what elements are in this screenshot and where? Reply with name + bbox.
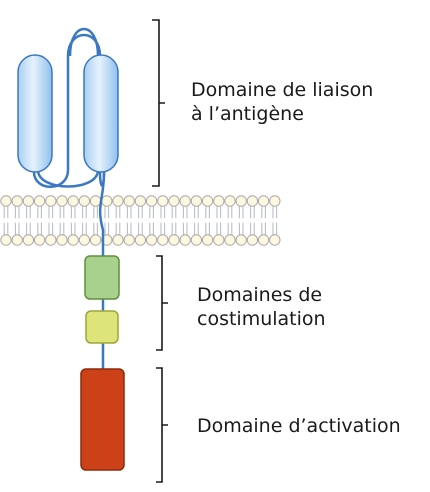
lipid-head [11, 195, 23, 207]
costim-domain-2 [85, 310, 119, 344]
lipid-tails [250, 206, 255, 235]
lipid-head [89, 195, 102, 207]
lipid-head [45, 195, 57, 207]
lipid-tails [272, 206, 278, 235]
lipid-tails [37, 206, 42, 235]
lipid-head [168, 234, 180, 246]
lipid-tails [160, 206, 166, 235]
lipid-head [179, 234, 191, 246]
lipid-tails [216, 206, 222, 235]
binding-domain-vl [17, 54, 53, 173]
lipid-head [11, 234, 23, 246]
linker-loop [32, 33, 106, 188]
label-binding-line1: Domaine de liaison [191, 79, 374, 101]
label-costim-line2: costimulation [197, 308, 326, 330]
bracket-costimulation [156, 255, 168, 351]
lipid-tails [59, 206, 65, 235]
lipid-head [190, 195, 203, 207]
lipid-tails [82, 206, 87, 235]
lipid-tails [205, 206, 210, 235]
lipid-head [89, 234, 102, 246]
label-binding-line2: à l’antigène [191, 103, 304, 125]
lipid-head [257, 234, 270, 246]
lipid-head [78, 234, 91, 246]
lipid-head [67, 234, 79, 246]
label-binding-domain: Domaine de liaison à l’antigène [191, 78, 373, 126]
lipid-head [168, 195, 180, 207]
label-costim-line1: Domaines de [197, 284, 323, 306]
lipid-tails [149, 206, 154, 235]
lipid-tails [115, 206, 121, 235]
lipid-head [213, 234, 225, 246]
bracket-activation [156, 367, 168, 483]
lipid-head [145, 234, 158, 246]
lipid-head [33, 195, 46, 207]
lipid-tails [14, 206, 20, 235]
lipid-tails [171, 206, 177, 235]
lipid-tails [104, 206, 110, 235]
lipid-head [56, 195, 68, 207]
lipid-head [45, 234, 57, 246]
lipid-head [123, 195, 135, 207]
lipid-head [56, 234, 68, 246]
lipid-head [201, 234, 214, 246]
lipid-head [157, 234, 169, 246]
lipid-tails [3, 206, 9, 235]
lipid-head [145, 195, 158, 207]
lipid-head [33, 234, 46, 246]
binding-domain-vh [83, 54, 119, 173]
bracket-binding [152, 19, 165, 187]
lipid-head [112, 195, 124, 207]
label-activation-line1: Domaine d’activation [197, 415, 401, 437]
lipid-head [246, 234, 259, 246]
lipid-tails [227, 206, 233, 235]
lipid-head [246, 195, 259, 207]
lipid-tails [261, 206, 266, 235]
lipid-head [213, 195, 225, 207]
lipid-head [134, 195, 147, 207]
lipid-head [257, 195, 270, 207]
lipid-tails [48, 206, 54, 235]
lipid-tails [238, 206, 244, 235]
lipid-head [235, 195, 247, 207]
lipid-head [224, 195, 236, 207]
lipid-head [269, 195, 281, 207]
label-activation-domain: Domaine d’activation [197, 414, 401, 438]
lipid-tails [182, 206, 188, 235]
lipid-head [201, 195, 214, 207]
lipid-tails [93, 206, 98, 235]
lipid-tails [126, 206, 132, 235]
costim-domain-1 [84, 255, 120, 300]
lipid-tails [194, 206, 199, 235]
lipid-tails [26, 206, 31, 235]
activation-domain [80, 368, 125, 471]
lipid-tails [138, 206, 143, 235]
label-costimulation-domains: Domaines de costimulation [197, 283, 326, 331]
lipid-head [224, 234, 236, 246]
lipid-head [269, 234, 281, 246]
lipid-head [179, 195, 191, 207]
lipid-head [112, 234, 124, 246]
lipid-head [0, 234, 12, 246]
cell-membrane [0, 195, 281, 246]
lipid-head [123, 234, 135, 246]
lipid-head [235, 234, 247, 246]
lipid-head [0, 195, 12, 207]
lipid-head [134, 234, 147, 246]
lipid-head [22, 234, 35, 246]
lipid-head [157, 195, 169, 207]
lipid-head [190, 234, 203, 246]
lipid-head [67, 195, 79, 207]
lipid-head [78, 195, 91, 207]
lipid-tails [70, 206, 76, 235]
lipid-head [22, 195, 35, 207]
lipid-head [101, 195, 113, 207]
